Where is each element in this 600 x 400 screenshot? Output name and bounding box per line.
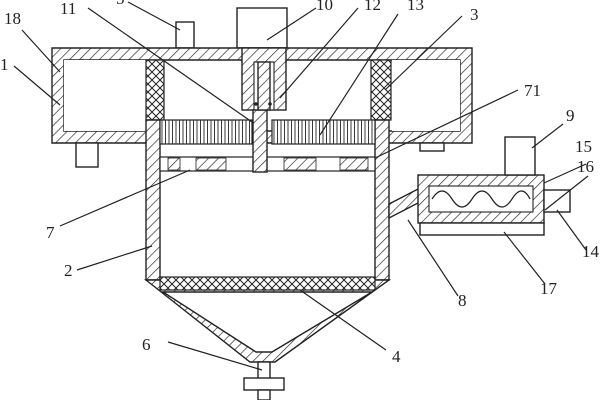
screw-spiral <box>431 190 531 208</box>
side-pipe <box>388 186 421 220</box>
label-14: 14 <box>582 242 600 261</box>
label-1: 1 <box>0 55 9 74</box>
label-7: 7 <box>46 223 55 242</box>
seal-block-right <box>370 59 392 121</box>
right-chamber <box>392 60 460 131</box>
leader-lines <box>13 1 589 371</box>
label-10: 10 <box>316 0 333 14</box>
label-11: 11 <box>60 0 76 18</box>
filter-screen-right <box>271 119 376 145</box>
tank-wall-left <box>145 119 161 281</box>
bearing-dot-right <box>268 102 272 106</box>
label-17: 17 <box>540 279 558 298</box>
label-15: 15 <box>575 137 592 156</box>
label-6: 6 <box>142 335 151 354</box>
scraper-block-1 <box>167 157 181 171</box>
left-chamber <box>64 60 148 131</box>
drive-shaft-inner <box>257 61 271 111</box>
drive-shaft <box>252 109 268 173</box>
label-8: 8 <box>458 291 467 310</box>
label-5: 5 <box>116 0 125 8</box>
tank-wall-right <box>374 119 390 281</box>
filter-plate <box>159 276 376 291</box>
scraper-block-4 <box>339 157 369 171</box>
scraper-block-3 <box>283 157 317 171</box>
seal-block-left <box>145 59 165 121</box>
outlet-pipe-lower <box>257 389 271 400</box>
filter-screen-left <box>159 119 253 145</box>
label-18: 18 <box>4 9 21 28</box>
conveyor-inlet <box>504 136 536 176</box>
support-leg-right <box>419 142 445 152</box>
label-9: 9 <box>566 106 575 125</box>
outlet-pipe <box>257 361 271 381</box>
outlet-valve <box>243 377 285 391</box>
support-leg-left <box>75 142 99 168</box>
label-2: 2 <box>64 261 73 280</box>
conveyor-bore <box>428 185 534 213</box>
scraper-block-2 <box>195 157 227 171</box>
bearing-dot-left <box>254 102 258 106</box>
label-16: 16 <box>577 157 594 176</box>
motor-top <box>236 7 288 49</box>
label-3: 3 <box>470 5 479 24</box>
conveyor-base <box>419 222 545 236</box>
hopper-cone <box>143 279 392 363</box>
inlet-pipe-top <box>175 21 195 49</box>
label-12: 12 <box>364 0 381 14</box>
label-4: 4 <box>392 347 401 366</box>
label-13: 13 <box>407 0 424 14</box>
label-71: 71 <box>524 81 541 100</box>
